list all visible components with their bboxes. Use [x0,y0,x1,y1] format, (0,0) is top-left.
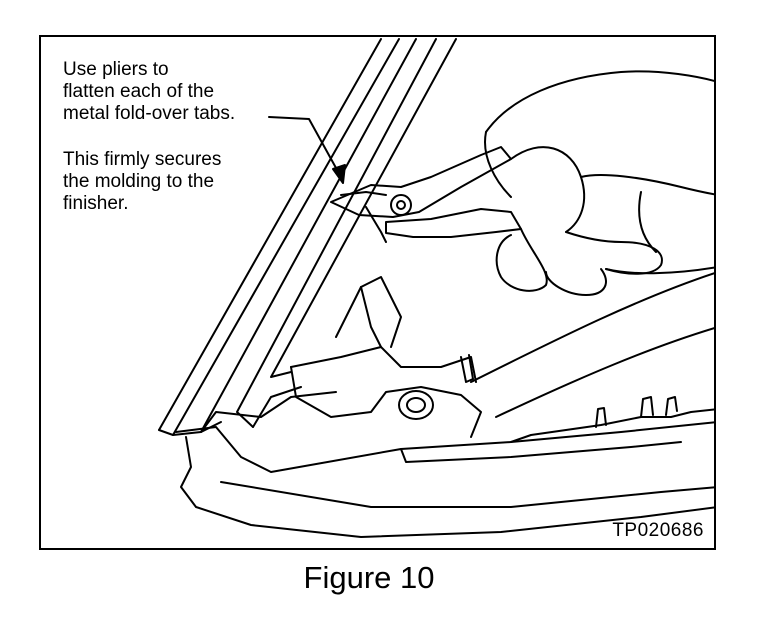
finisher-base [175,421,714,473]
window-molding [158,38,382,431]
finisher-trim [290,346,477,383]
figure-frame: Use pliers to flatten each of the metal … [39,35,716,550]
pliers-pivot [390,194,412,216]
callout-instruction: Use pliers to flatten each of the metal … [63,59,236,124]
pliers [330,146,512,218]
mounting-hole [398,390,434,420]
reference-code: TP020686 [612,520,704,541]
figure-caption: Figure 10 [303,560,435,595]
door-panel-curve [470,272,714,383]
callout-explanation: This firmly secures the molding to the f… [63,149,222,214]
hand [485,70,714,133]
pliers-molding-illustration [158,38,714,538]
callout-arrowhead [332,164,346,184]
callout-leader [268,116,342,178]
